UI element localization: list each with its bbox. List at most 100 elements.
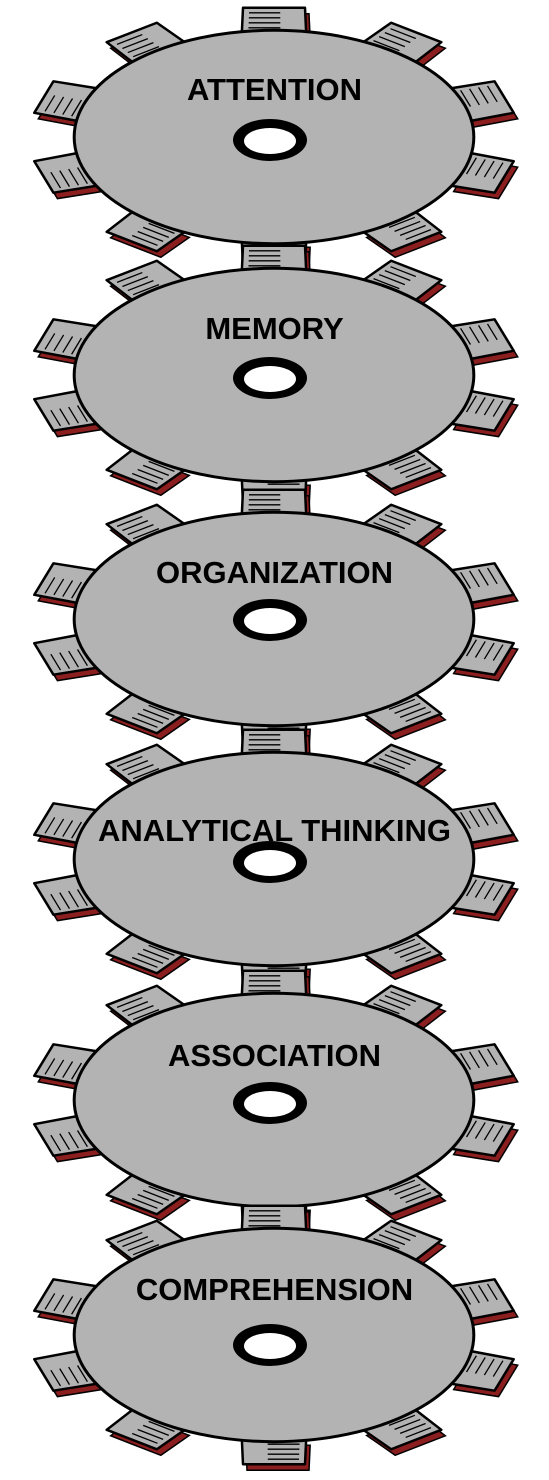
gear-hole bbox=[244, 608, 296, 634]
tooth-hatch bbox=[483, 642, 495, 660]
tooth-hatch bbox=[148, 944, 175, 956]
tooth-hatch bbox=[388, 454, 416, 466]
tooth-hatch bbox=[378, 999, 406, 1011]
tooth-hatch bbox=[394, 702, 421, 714]
tooth-hatch bbox=[76, 1130, 88, 1148]
tooth-hatch bbox=[390, 266, 417, 278]
tooth-hatch bbox=[44, 577, 56, 594]
tooth-hatch bbox=[399, 946, 426, 959]
tooth-hatch bbox=[127, 524, 154, 536]
gear-organization: ORGANIZATION bbox=[0, 484, 549, 764]
tooth-hatch bbox=[388, 938, 416, 950]
tooth-hatch bbox=[44, 1058, 56, 1075]
tooth-hatch bbox=[373, 1003, 400, 1015]
tooth-hatch bbox=[405, 711, 432, 723]
tooth-hatch bbox=[384, 1230, 411, 1242]
tooth-hatch bbox=[477, 809, 489, 826]
tooth-hatch bbox=[492, 644, 504, 661]
tooth-hatch bbox=[399, 1422, 426, 1435]
tooth-hatch bbox=[390, 750, 417, 762]
gear-label-comprehension: COMPREHENSION bbox=[135, 1272, 414, 1307]
tooth-hatch bbox=[390, 1226, 417, 1238]
tooth-hatch bbox=[127, 280, 154, 292]
tooth-hatch bbox=[122, 1235, 149, 1248]
tooth-hatch bbox=[53, 1059, 65, 1077]
tooth-hatch bbox=[483, 1358, 495, 1376]
tooth-hatch bbox=[405, 467, 432, 479]
tooth-hatch bbox=[378, 36, 406, 48]
tooth-hatch bbox=[460, 89, 472, 107]
tooth-hatch bbox=[132, 46, 160, 58]
tooth-hatch bbox=[59, 652, 71, 669]
tooth-hatch bbox=[76, 889, 88, 907]
tooth-hatch bbox=[465, 1120, 477, 1138]
tooth-hatch bbox=[50, 409, 62, 427]
tooth-hatch bbox=[53, 818, 65, 836]
tooth-hatch bbox=[465, 157, 477, 175]
tooth-hatch bbox=[388, 1414, 416, 1426]
tooth-hatch bbox=[378, 518, 406, 530]
tooth-hatch bbox=[390, 991, 417, 1003]
tooth-hatch bbox=[474, 641, 486, 658]
gear-hole bbox=[244, 1333, 296, 1359]
tooth-hatch bbox=[384, 754, 411, 766]
tooth-hatch bbox=[492, 400, 504, 417]
tooth-hatch bbox=[486, 1048, 498, 1066]
tooth-hatch bbox=[394, 220, 421, 232]
tooth-hatch bbox=[394, 1183, 421, 1195]
tooth-hatch bbox=[483, 398, 495, 416]
tooth-hatch bbox=[127, 42, 154, 54]
tooth-hatch bbox=[122, 759, 149, 772]
tooth-hatch bbox=[137, 1428, 164, 1440]
tooth-hatch-group bbox=[44, 975, 504, 1225]
tooth-hatch bbox=[474, 1357, 486, 1374]
tooth-hatch bbox=[50, 893, 62, 911]
tooth-hatch bbox=[384, 270, 411, 282]
tooth-hatch bbox=[76, 1365, 88, 1383]
tooth-hatch bbox=[62, 1061, 74, 1078]
tooth-hatch bbox=[492, 1360, 504, 1377]
tooth-hatch bbox=[50, 1369, 62, 1387]
tooth-hatch bbox=[131, 234, 158, 246]
gear-icon bbox=[33, 1204, 519, 1471]
tooth-hatch bbox=[131, 956, 158, 968]
tooth-hatch bbox=[483, 160, 495, 178]
tooth-hatch bbox=[142, 708, 170, 720]
tooth-hatch bbox=[68, 650, 79, 668]
tooth-hatch bbox=[460, 811, 472, 829]
tooth-hatch bbox=[460, 571, 472, 589]
tooth-hatch bbox=[477, 569, 489, 586]
tooth-hatch bbox=[71, 821, 83, 839]
tooth-hatch bbox=[132, 528, 160, 540]
tooth-hatch bbox=[137, 712, 164, 724]
tooth-hatch bbox=[492, 162, 504, 179]
tooth-hatch bbox=[50, 1134, 62, 1152]
tooth-hatch bbox=[76, 167, 88, 185]
tooth-hatch bbox=[68, 1366, 79, 1384]
tooth-hatch bbox=[465, 639, 477, 657]
tooth-hatch bbox=[44, 817, 56, 834]
tooth-hatch bbox=[474, 397, 486, 414]
tooth-hatch bbox=[116, 996, 143, 1008]
tooth-hatch bbox=[44, 333, 56, 350]
tooth-hatch bbox=[122, 275, 149, 288]
tooth-hatch bbox=[131, 1432, 158, 1444]
tooth-hatch bbox=[388, 216, 416, 228]
tooth-hatch bbox=[373, 762, 400, 774]
tooth-hatch bbox=[62, 580, 74, 597]
tooth-hatch bbox=[148, 704, 175, 716]
tooth-hatch bbox=[384, 514, 411, 526]
tooth-hatch bbox=[477, 325, 489, 342]
tooth-hatch bbox=[148, 1185, 175, 1197]
gear-label-association: ASSOCIATION bbox=[168, 1038, 381, 1073]
tooth-hatch bbox=[394, 458, 421, 470]
tooth-hatch bbox=[148, 1420, 175, 1432]
tooth-hatch bbox=[465, 395, 477, 413]
tooth-hatch bbox=[137, 230, 164, 242]
tooth-hatch bbox=[132, 284, 160, 296]
tooth-hatch bbox=[399, 224, 426, 237]
gear-icon bbox=[33, 6, 519, 273]
tooth-hatch bbox=[405, 229, 432, 241]
tooth-hatch bbox=[71, 1062, 83, 1080]
tooth-hatch bbox=[68, 406, 79, 424]
